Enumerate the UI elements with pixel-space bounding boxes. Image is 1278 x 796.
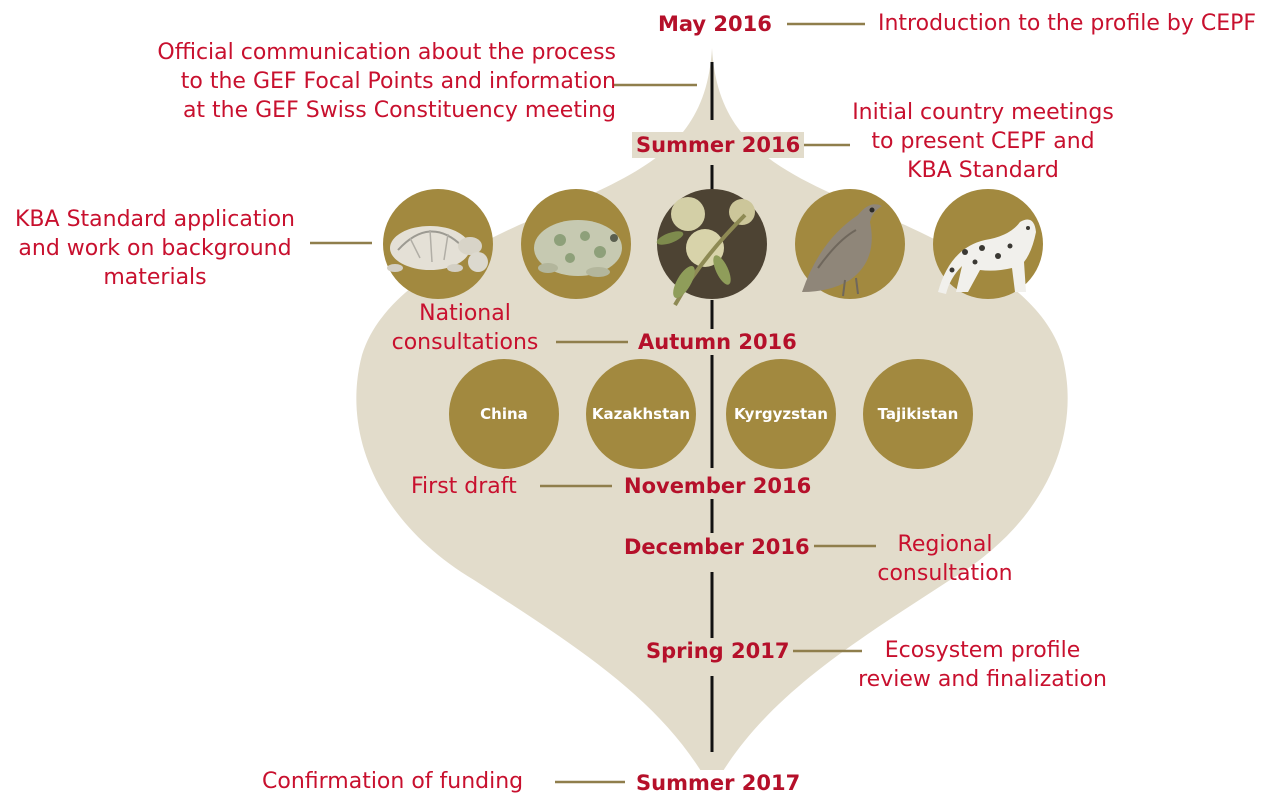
country-label-kyrgyzstan: Kyrgyzstan xyxy=(734,405,828,423)
eagle-icon xyxy=(795,189,905,299)
country-circle-china xyxy=(449,359,559,469)
date-summer-2016: Summer 2016 xyxy=(632,132,805,158)
country-label-kazakhstan: Kazakhstan xyxy=(591,405,691,423)
label-first-draft: First draft xyxy=(411,474,517,499)
label-confirmation-funding: Confirmation of funding xyxy=(262,769,524,794)
date-summer-2017: Summer 2017 xyxy=(632,770,805,796)
snow-leopard-icon xyxy=(933,189,1043,299)
country-circles xyxy=(449,359,973,469)
species-circles xyxy=(383,189,1043,306)
date-spring-2017: Spring 2017 xyxy=(642,638,794,664)
fruit-branch-icon xyxy=(656,189,767,306)
connectors xyxy=(310,22,876,784)
tortoise-icon xyxy=(383,189,493,299)
label-official-communication: Official communication about the process… xyxy=(157,40,616,123)
label-regional-consultation: Regional consultation xyxy=(877,532,1013,586)
label-kba-application: KBA Standard application and work on bac… xyxy=(15,207,295,290)
label-introduction: Introduction to the profile by CEPF xyxy=(878,11,1257,36)
toad-icon xyxy=(521,189,631,299)
label-initial-meetings: Initial country meetings to present CEPF… xyxy=(852,100,1114,183)
country-circle-kazakhstan xyxy=(586,359,696,469)
country-label-tajikistan: Tajikistan xyxy=(877,405,959,423)
country-circle-tajikistan xyxy=(863,359,973,469)
label-national-consultations: National consultations xyxy=(391,301,539,355)
date-autumn-2016: Autumn 2016 xyxy=(634,329,801,355)
country-circle-kyrgyzstan xyxy=(726,359,836,469)
date-december-2016: December 2016 xyxy=(620,534,814,560)
country-label-china: China xyxy=(480,405,528,423)
date-may-2016: May 2016 xyxy=(654,11,776,37)
date-november-2016: November 2016 xyxy=(620,473,816,499)
label-ecosystem-review: Ecosystem profile review and finalizatio… xyxy=(858,638,1107,692)
